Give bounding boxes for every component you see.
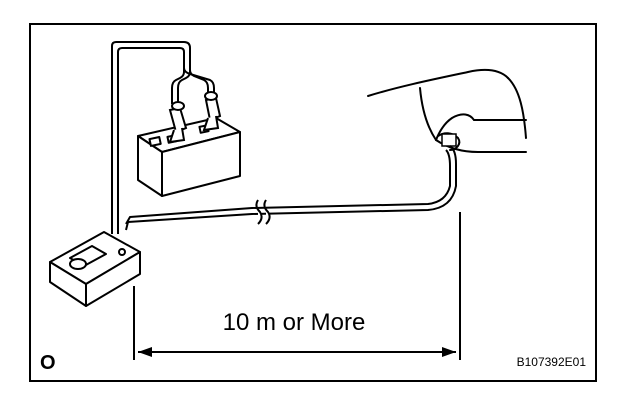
hand-illustration [367, 69, 527, 153]
control-box [49, 231, 141, 307]
distance-label: 10 m or More [223, 309, 366, 336]
arrowhead-left [138, 347, 152, 357]
corner-symbol: O [40, 352, 56, 374]
figure-frame [29, 23, 597, 382]
battery-clamp-right [202, 91, 222, 132]
figure-code: B107392E01 [517, 355, 587, 369]
cable-break-mark [255, 199, 271, 225]
battery [137, 117, 241, 197]
remote-button [441, 133, 457, 147]
distance-dimension [133, 212, 461, 360]
battery-clamp-left [168, 101, 188, 144]
cables [111, 41, 457, 234]
arrowhead-right [442, 347, 456, 357]
